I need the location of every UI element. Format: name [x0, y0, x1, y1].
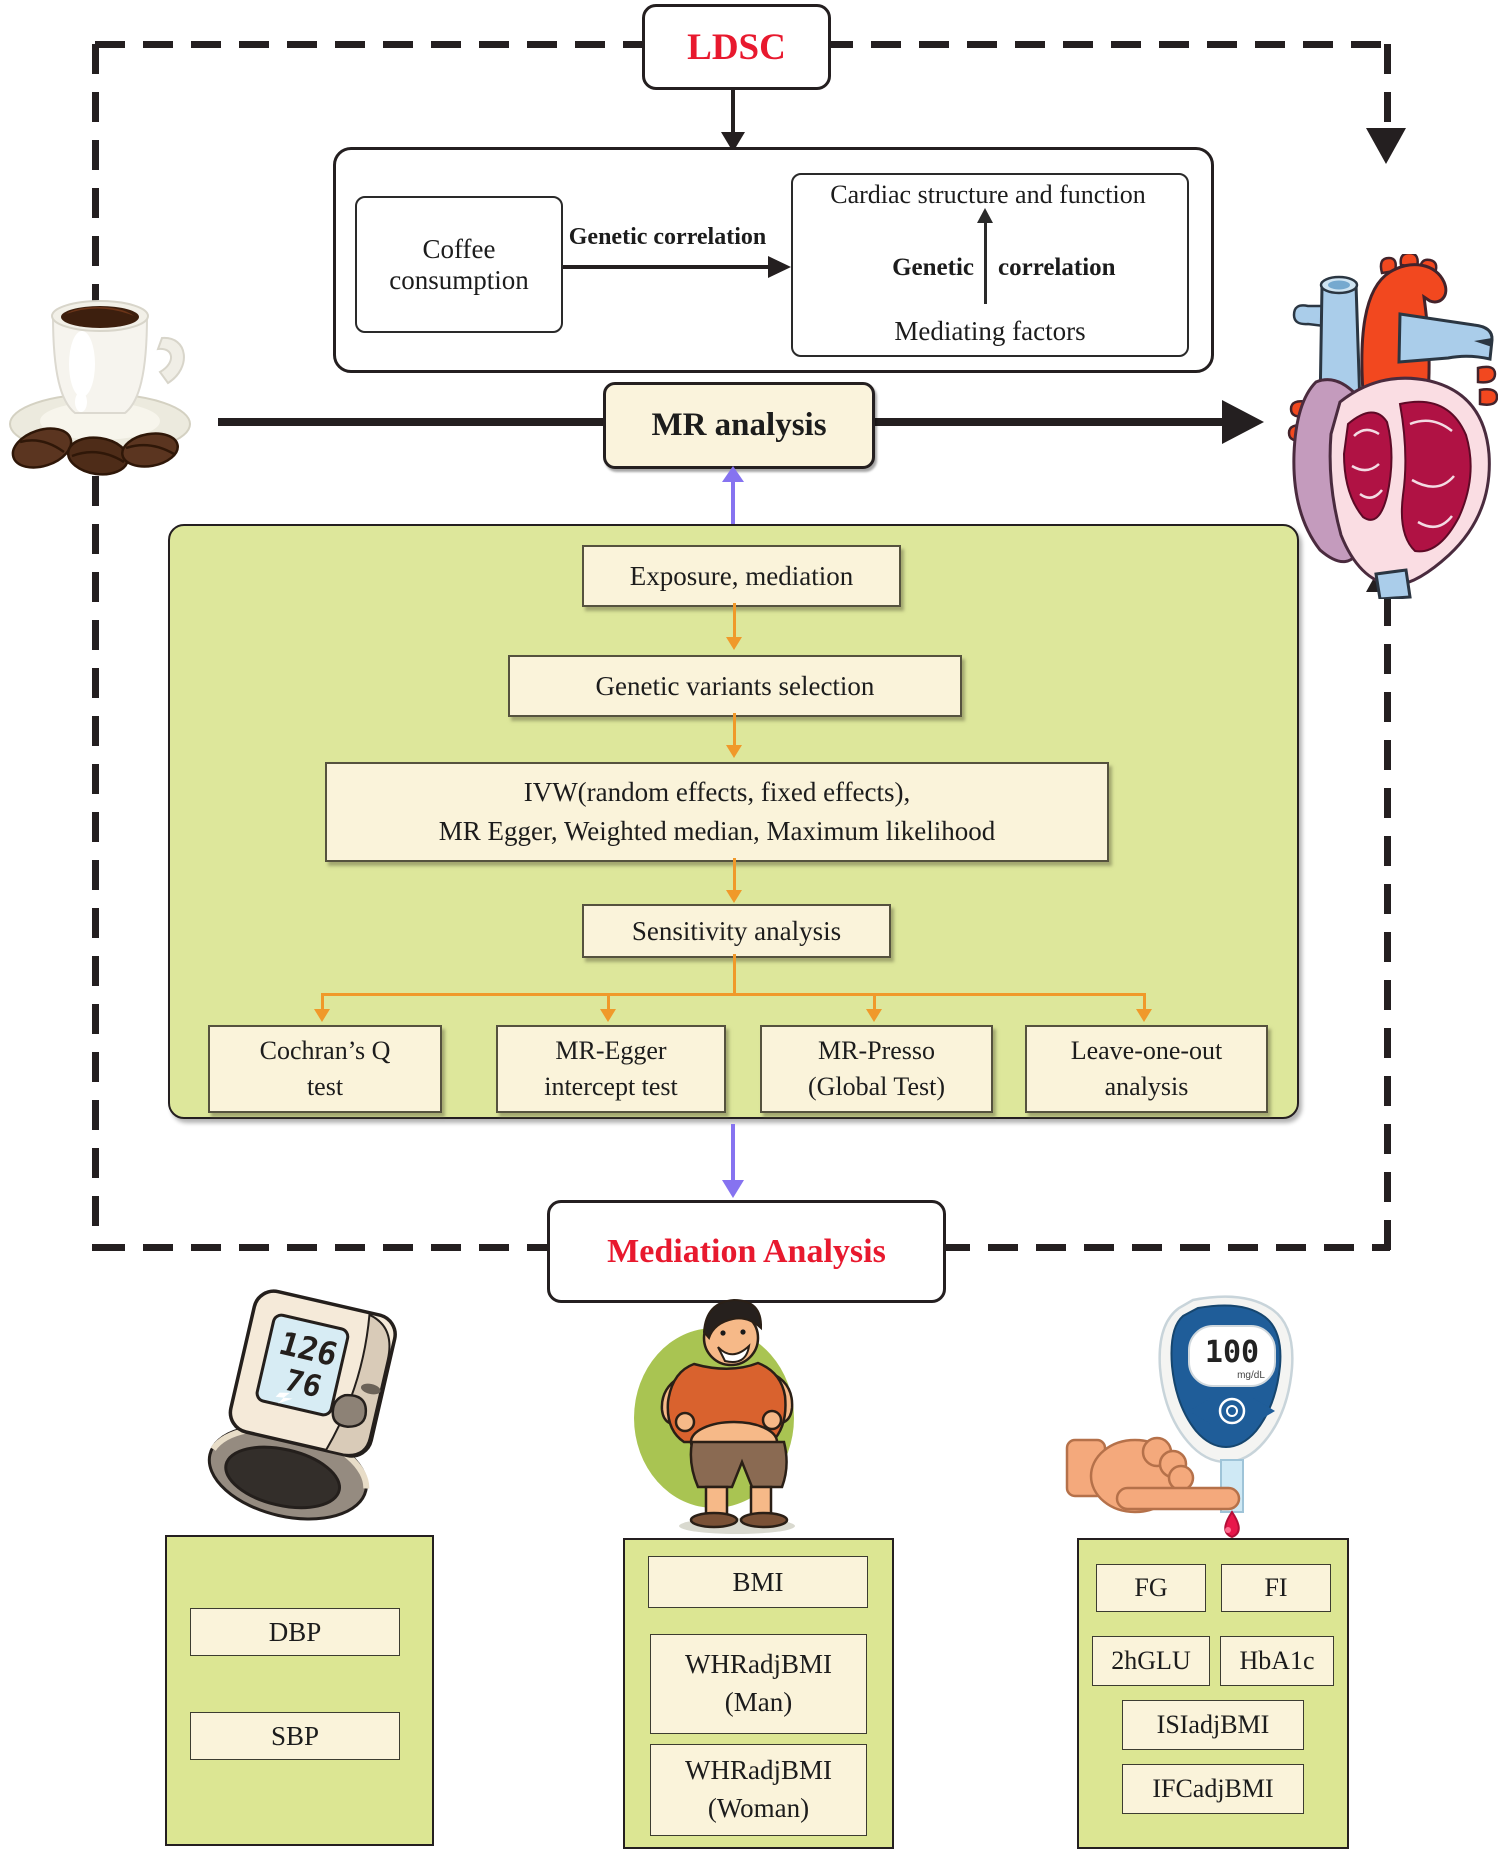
hba1c-label: HbA1c [1239, 1646, 1315, 1675]
mediation-analysis-box: Mediation Analysis [547, 1200, 946, 1303]
sbp-box: SBP [190, 1712, 400, 1760]
blood-pressure-panel [165, 1535, 434, 1846]
branch-drop-4 [1143, 993, 1146, 1009]
genetic-variants-box: Genetic variants selection [508, 655, 962, 717]
sbp-label: SBP [270, 1720, 320, 1751]
dbp-box: DBP [190, 1608, 400, 1656]
dashed-line-top-left [95, 41, 644, 48]
orange-arrow-1-head-icon [726, 637, 742, 650]
mr-arrowhead-icon [1222, 400, 1264, 444]
purple-up-arrowhead-icon [722, 466, 744, 482]
leave-one-out-box: Leave-one-out analysis [1025, 1025, 1268, 1113]
branch-horizontal-line [322, 993, 1145, 996]
whradjbmi-woman-box: WHRadjBMI (Woman) [650, 1744, 867, 1836]
branch-drop-3-head-icon [866, 1009, 882, 1022]
branch-drop-3 [873, 993, 876, 1009]
2hglu-box: 2hGLU [1092, 1636, 1210, 1686]
dashed-line-left [92, 44, 99, 1251]
mediation-analysis-label: Mediation Analysis [607, 1232, 886, 1270]
fi-label: FI [1264, 1573, 1288, 1602]
arrowhead-down-to-heart-icon [1366, 128, 1406, 164]
sensitivity-analysis-label: Sensitivity analysis [631, 915, 842, 946]
mr-egger-intercept-box: MR-Egger intercept test [496, 1025, 726, 1113]
mr-methods-line1: IVW(random effects, fixed effects), [523, 776, 911, 807]
genetic-correlation-arrowhead-icon [768, 256, 791, 278]
exposure-mediation-label: Exposure, mediation [629, 560, 854, 591]
glucose-reading-value: 100 [1205, 1335, 1259, 1370]
isiadjbmi-label: ISIadjBMI [1156, 1710, 1270, 1739]
cardiac-box-title: Cardiac structure and function [830, 180, 1146, 209]
orange-arrow-2-line [733, 713, 736, 745]
orange-arrow-2-head-icon [726, 745, 742, 758]
coffee-cup-icon [9, 300, 191, 476]
isiadjbmi-box: ISIadjBMI [1122, 1700, 1304, 1750]
purple-down-arrow-line [731, 1124, 735, 1180]
branch-drop-4-head-icon [1136, 1009, 1152, 1022]
bmi-box: BMI [648, 1556, 868, 1608]
glucose-unit-label: mg/dL [1237, 1370, 1265, 1381]
orange-arrow-3-line [733, 858, 736, 890]
cochran-q-box: Cochran’s Q test [208, 1025, 442, 1113]
heart-icon [1287, 254, 1498, 599]
branch-drop-2-head-icon [600, 1009, 616, 1022]
leave-one-out-label: Leave-one-out analysis [1070, 1035, 1223, 1101]
dashed-line-top-right [823, 41, 1394, 48]
orange-arrow-3-head-icon [726, 890, 742, 903]
fg-label: FG [1134, 1573, 1168, 1602]
dashed-line-bottom-left [95, 1244, 547, 1251]
ldsc-label: LDSC [687, 26, 786, 68]
mr-presso-label: MR-Presso (Global Test) [807, 1035, 946, 1101]
branch-drop-2 [607, 993, 610, 1009]
ldsc-down-arrow-line [731, 88, 735, 134]
ifcadjbmi-label: IFCadjBMI [1152, 1774, 1274, 1803]
cardiac-up-arrow-line [984, 222, 987, 304]
mr-analysis-box: MR analysis [603, 382, 875, 469]
genetic-variants-label: Genetic variants selection [595, 670, 875, 701]
dbp-label: DBP [268, 1616, 322, 1647]
branch-drop-1 [321, 993, 324, 1009]
mr-methods-line2: MR Egger, Weighted median, Maximum likel… [438, 816, 996, 846]
branch-stub-line [733, 954, 736, 995]
ifcadjbmi-box: IFCadjBMI [1122, 1764, 1304, 1814]
mr-analysis-label: MR analysis [651, 407, 827, 443]
dashed-line-right-top-stub [1384, 44, 1391, 132]
fi-box: FI [1221, 1564, 1331, 1612]
exposure-mediation-box: Exposure, mediation [582, 545, 901, 607]
ldsc-box: LDSC [642, 4, 831, 90]
branch-drop-1-head-icon [314, 1009, 330, 1022]
whradjbmi-man-box: WHRadjBMI (Man) [650, 1634, 867, 1734]
sensitivity-analysis-box: Sensitivity analysis [582, 904, 891, 958]
glucose-meter-icon: 100 mg/dL [1065, 1295, 1294, 1538]
cardiac-up-arrowhead-icon [977, 208, 993, 223]
orange-arrow-1-line [733, 603, 736, 637]
purple-down-arrowhead-icon [722, 1180, 744, 1198]
genetic-correlation-arrow-line [563, 265, 770, 269]
mr-egger-intercept-label: MR-Egger intercept test [544, 1035, 678, 1101]
mr-methods-box: IVW(random effects, fixed effects), MR E… [325, 762, 1109, 862]
2hglu-label: 2hGLU [1111, 1646, 1191, 1675]
coffee-consumption-box: Coffee consumption [355, 196, 563, 333]
blood-pressure-monitor-icon: 126 76 [207, 1289, 397, 1521]
bmi-label: BMI [732, 1566, 784, 1597]
cardiac-correlation-label: correlation [998, 254, 1116, 281]
whradjbmi-man-label: WHRadjBMI (Man) [685, 1649, 832, 1717]
dashed-line-right [1384, 596, 1391, 1251]
cochran-q-label: Cochran’s Q test [259, 1035, 391, 1101]
hba1c-box: HbA1c [1220, 1636, 1334, 1686]
mr-presso-box: MR-Presso (Global Test) [760, 1025, 993, 1113]
whradjbmi-woman-label: WHRadjBMI (Woman) [685, 1755, 832, 1823]
overweight-man-icon [634, 1298, 795, 1534]
genetic-correlation-edge-label: Genetic correlation [568, 223, 767, 250]
mediating-factors-label: Mediating factors [894, 315, 1086, 346]
fg-box: FG [1096, 1564, 1206, 1612]
dashed-line-bottom-right [940, 1244, 1390, 1251]
coffee-consumption-label: Coffee consumption [389, 233, 529, 295]
purple-up-arrow-line [731, 480, 735, 524]
cardiac-box [791, 173, 1189, 357]
cardiac-genetic-label: Genetic [892, 254, 974, 281]
